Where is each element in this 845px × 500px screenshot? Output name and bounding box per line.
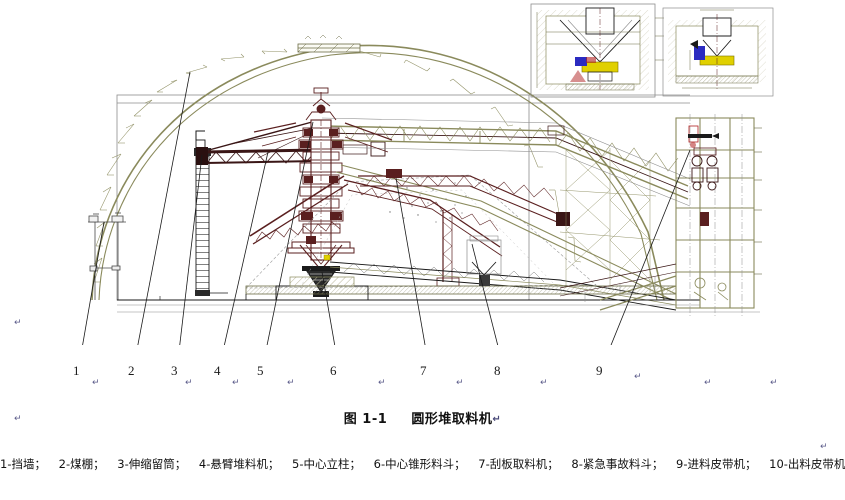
- legend-item: 9-进料皮带机；: [676, 457, 757, 471]
- cad-drawing: [82, 3, 774, 345]
- gable-bracing: [559, 148, 661, 292]
- callout-number: 3: [171, 363, 178, 378]
- callout-number: 4: [214, 363, 221, 378]
- figure-title-text: 圆形堆取料机: [411, 412, 493, 427]
- coal-stockpile: [245, 174, 597, 289]
- callout-number: 6: [330, 363, 337, 378]
- legend-item: 2-煤棚；: [58, 457, 105, 471]
- callout-number-row: 1 2 3 4 5 6 7 8 9: [0, 350, 845, 390]
- pilcrow-mark: ↵: [540, 378, 548, 388]
- pilcrow-mark: ↵: [287, 378, 295, 388]
- pilcrow-mark: ↵: [456, 378, 464, 388]
- coal-shed-dome: [91, 34, 665, 301]
- pilcrow-mark: ↵: [92, 378, 100, 388]
- figure-title: 图 1-1 圆形堆取料机↵: [0, 408, 845, 427]
- pilcrow-mark: ↵: [14, 414, 22, 424]
- callout-leaders: [82, 71, 691, 345]
- pilcrow-mark: ↵: [770, 378, 778, 388]
- detail-view-1: [530, 3, 664, 98]
- discharge-belt-conveyor: [559, 263, 677, 302]
- legend-item: 8-紧急事故料斗；: [571, 457, 664, 471]
- callout-number: 9: [596, 363, 603, 378]
- pilcrow-mark: ↵: [820, 442, 828, 452]
- pilcrow-mark: ↵: [634, 372, 642, 382]
- emergency-hopper: [466, 235, 502, 286]
- pilcrow-mark: ↵: [14, 318, 22, 328]
- callout-number: 7: [420, 363, 427, 378]
- legend-item: 3-伸缩留筒；: [117, 457, 187, 471]
- ground-foundation: [117, 276, 760, 313]
- detail-view-2: [662, 7, 774, 97]
- legend-item: 7-刮板取料机；: [478, 457, 559, 471]
- legend-item: 4-悬臂堆料机；: [198, 457, 280, 471]
- callout-number: 1: [73, 363, 80, 378]
- legend-item: 6-中心锥形料斗；: [373, 457, 466, 471]
- pilcrow-mark: ↵: [185, 378, 193, 388]
- transfer-tower: [599, 114, 762, 318]
- legend-row: 1-挡墙； 2-煤棚； 3-伸缩留筒； 4-悬臂堆料机； 5-中心立柱； 6-中…: [0, 456, 845, 472]
- pilcrow-mark: ↵: [492, 414, 502, 425]
- legend-item: 10-出料皮带机: [769, 457, 845, 471]
- callout-number: 8: [494, 363, 501, 378]
- pilcrow-mark: ↵: [232, 378, 240, 388]
- figure-number: 图 1-1: [343, 412, 388, 427]
- callout-number: 2: [128, 363, 135, 378]
- legend-item: 1-挡墙；: [0, 457, 46, 471]
- feed-belt-conveyor: [321, 117, 691, 207]
- pilcrow-mark: ↵: [704, 378, 712, 388]
- boom-stacker: [196, 121, 386, 165]
- pilcrow-mark: ↵: [378, 378, 386, 388]
- legend-item: 5-中心立柱；: [292, 457, 361, 471]
- dome-crown: [297, 43, 361, 53]
- callout-number: 5: [257, 363, 264, 378]
